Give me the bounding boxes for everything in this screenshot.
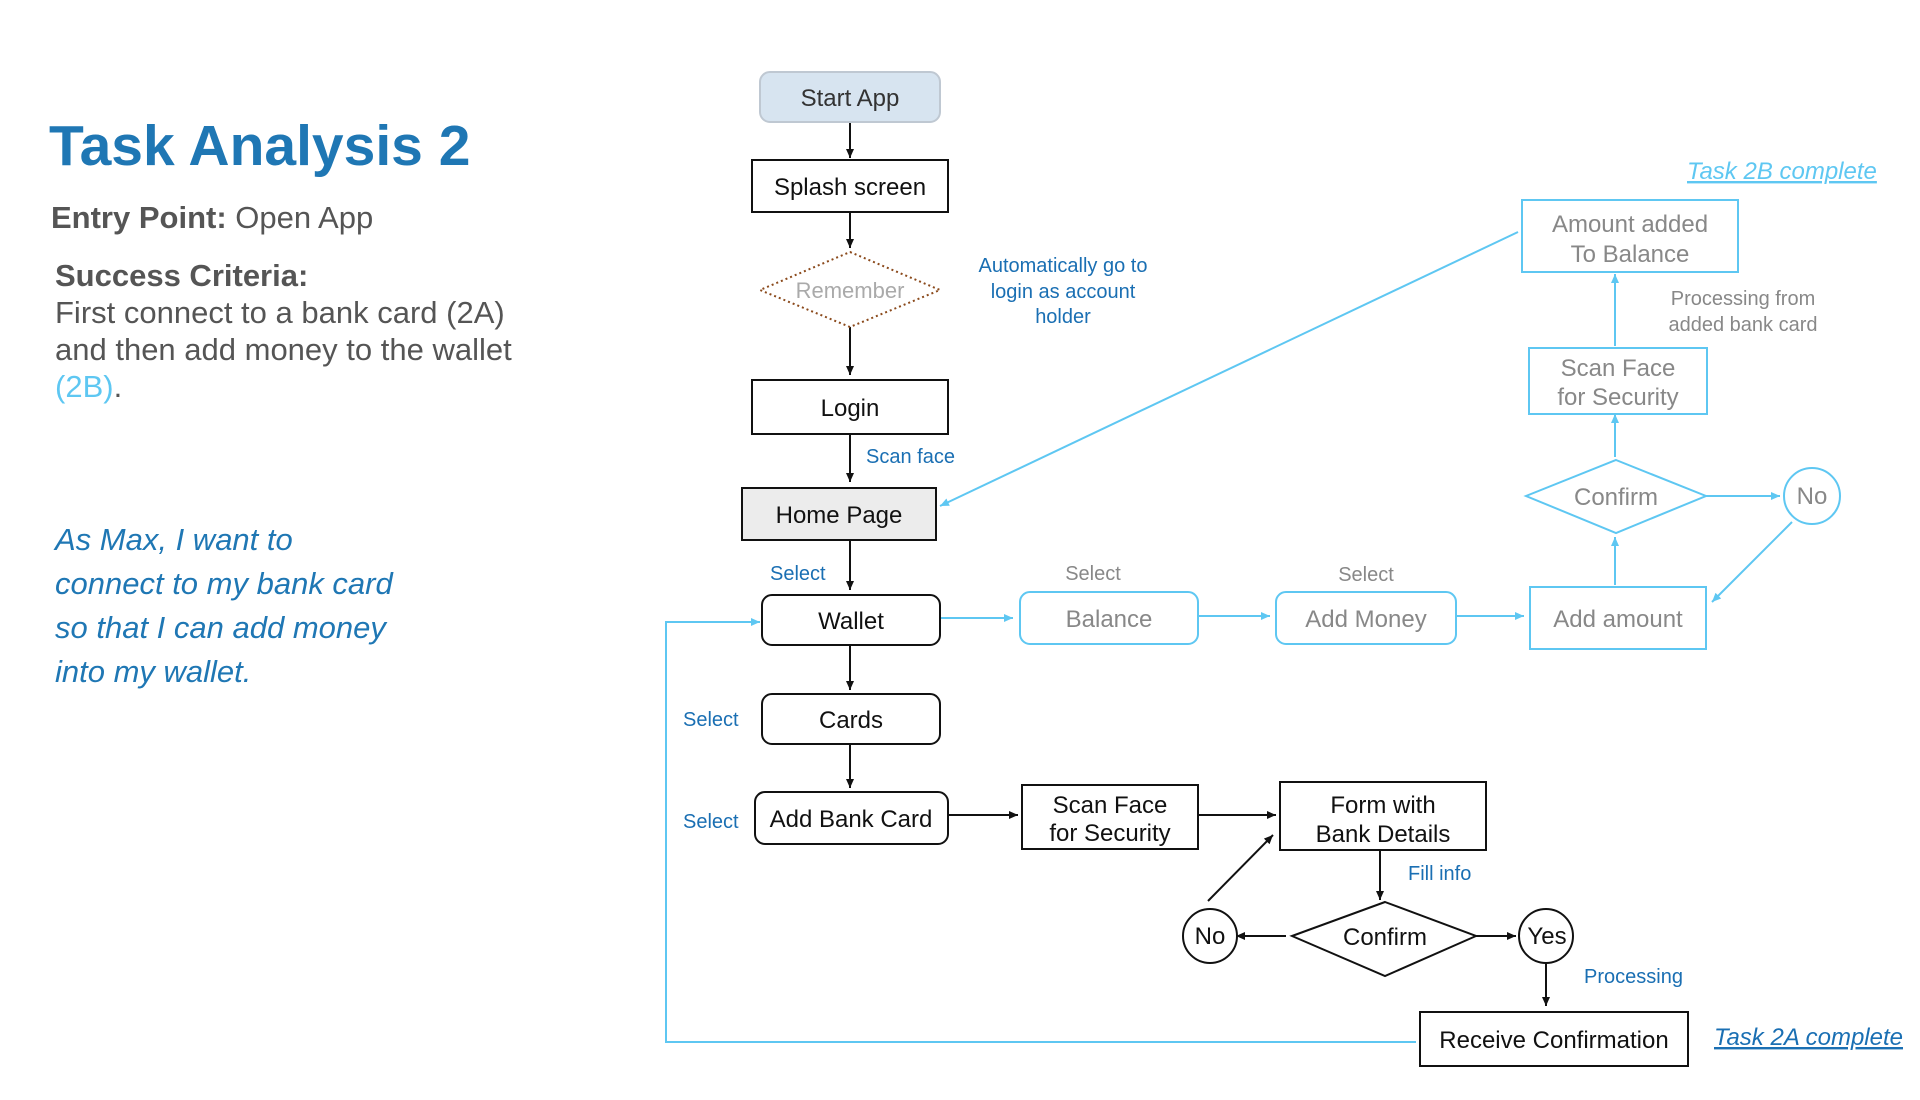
black-edges (846, 122, 1550, 1006)
edge-no-form (1207, 834, 1274, 902)
edge-label: Processing (1584, 966, 1683, 988)
node-add-bank-card: Add Bank Card (754, 791, 949, 845)
node-splash: Splash screen (751, 159, 949, 213)
success-criteria-highlight: (2B) (55, 369, 114, 404)
edge-label: Select (683, 811, 739, 833)
success-criteria-text: First connect to a bank card (2A) and th… (55, 295, 512, 367)
blue-edges (665, 231, 1793, 1043)
entry-point-label: Entry Point: (51, 200, 227, 235)
node-label: Balance (1066, 606, 1153, 633)
success-criteria: Success Criteria: First connect to a ban… (55, 257, 525, 405)
entry-point: Entry Point: Open App (51, 200, 373, 236)
success-criteria-end: . (113, 369, 123, 404)
edge-label: Scan face (866, 446, 955, 468)
node-label: Confirm (1343, 924, 1427, 951)
edge-receive-wallet (665, 618, 1416, 1043)
node-label: Add Money (1305, 606, 1426, 633)
user-story-line: As Max, I want to (55, 522, 293, 557)
node-label: No (1195, 923, 1226, 950)
edge-no-b-addamount (1711, 521, 1793, 603)
node-label: Add amount (1553, 606, 1683, 633)
entry-point-value: Open App (235, 200, 374, 235)
edge-label: Automatically go to (979, 255, 1148, 277)
gray-labels: Select Select Processing from added bank… (1065, 288, 1817, 586)
node-add-amount: Add amount (1529, 586, 1707, 650)
task-2a-complete-link[interactable]: Task 2A complete (1714, 1024, 1903, 1051)
node-label: Form with (1330, 792, 1435, 819)
user-story-line: into my wallet. (55, 654, 252, 689)
node-add-money: Add Money (1275, 591, 1457, 645)
node-start-app: Start App (759, 71, 941, 123)
node-label: Wallet (818, 608, 884, 635)
node-label: for Security (1049, 820, 1170, 847)
node-cards: Cards (761, 693, 941, 745)
node-label: No (1797, 483, 1828, 510)
node-label: Start App (801, 85, 900, 112)
node-amount-added: Amount added To Balance (1521, 199, 1739, 273)
node-label: Login (821, 395, 880, 422)
node-balance: Balance (1019, 591, 1199, 645)
node-label: Amount added (1552, 211, 1708, 238)
node-label: To Balance (1571, 241, 1690, 268)
node-home: Home Page (741, 487, 937, 541)
node-label: Bank Details (1316, 821, 1451, 848)
edge-amount-home (939, 231, 1519, 507)
node-scan-face-a: Scan Face for Security (1021, 784, 1199, 850)
node-label: Home Page (776, 502, 903, 529)
edge-label: login as account (991, 281, 1136, 303)
node-login: Login (751, 379, 949, 435)
node-confirm-a: Confirm (1289, 900, 1479, 978)
user-story-line: connect to my bank card (55, 566, 393, 601)
task-2b-complete-link[interactable]: Task 2B complete (1687, 158, 1877, 185)
node-label: for Security (1557, 384, 1678, 411)
node-yes-a: Yes (1518, 908, 1574, 964)
task-complete-labels: Task 2A complete Task 2B complete (1687, 158, 1903, 1051)
node-receive: Receive Confirmation (1419, 1011, 1689, 1067)
success-criteria-label: Success Criteria: (55, 258, 309, 293)
node-label: Scan Face (1053, 792, 1168, 819)
node-label: Receive Confirmation (1439, 1027, 1668, 1054)
node-label: Remember (796, 278, 905, 303)
edge-label: added bank card (1668, 314, 1817, 336)
node-scan-face-b: Scan Face for Security (1528, 347, 1708, 415)
edge-label: holder (1035, 306, 1091, 328)
edge-label: Select (770, 563, 826, 585)
node-label: Scan Face (1561, 355, 1676, 382)
edge-label: Select (1065, 563, 1121, 585)
node-label: Yes (1527, 923, 1566, 950)
node-label: Splash screen (774, 174, 926, 201)
node-remember: Remember (757, 250, 943, 329)
edge-label: Fill info (1408, 863, 1471, 885)
node-wallet: Wallet (761, 594, 941, 646)
node-label: Cards (819, 707, 883, 734)
node-no-a: No (1182, 908, 1238, 964)
node-label: Confirm (1574, 484, 1658, 511)
edge-labels: Automatically go to login as account hol… (683, 255, 1683, 988)
node-no-b: No (1783, 467, 1841, 525)
node-label: Add Bank Card (770, 806, 933, 833)
page-title: Task Analysis 2 (49, 114, 471, 178)
user-story-line: so that I can add money (55, 610, 386, 645)
edge-label: Select (1338, 564, 1394, 586)
node-confirm-b: Confirm (1523, 458, 1709, 535)
edge-label: Processing from (1671, 288, 1816, 310)
edge-label: Select (683, 709, 739, 731)
user-story: As Max, I want to connect to my bank car… (55, 518, 455, 694)
node-form: Form with Bank Details (1279, 781, 1487, 851)
